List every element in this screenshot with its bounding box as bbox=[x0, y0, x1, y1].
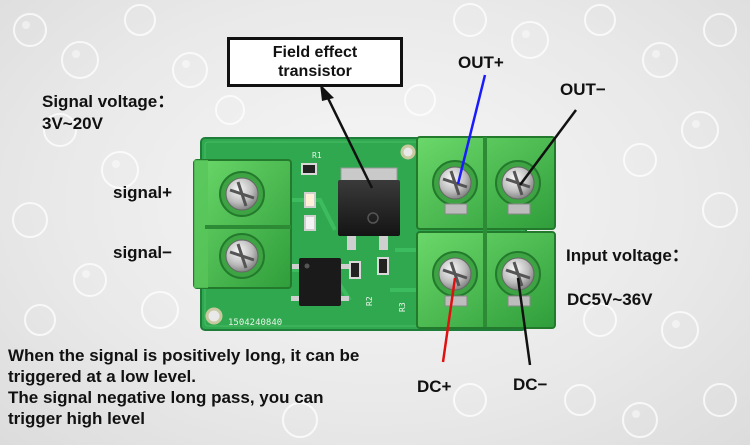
dc-plus-pointer-line bbox=[441, 277, 457, 363]
pointer-lines bbox=[320, 74, 578, 366]
dc-minus-pointer-line bbox=[516, 277, 532, 366]
smd-components bbox=[301, 163, 389, 279]
mosfet-callout-box: Field effect transistor bbox=[227, 37, 403, 87]
r2-label: R2 bbox=[365, 296, 374, 306]
out-minus-pointer-line bbox=[518, 109, 578, 186]
signal-minus-label: signal− bbox=[113, 243, 173, 262]
out-minus-label: OUT− bbox=[560, 80, 606, 99]
serial-number: 1504240840 bbox=[228, 318, 282, 328]
signal-plus-label: signal+ bbox=[113, 183, 173, 202]
input-voltage-label: Input voltage： bbox=[566, 246, 689, 265]
mosfet-callout-text: Field effect transistor bbox=[272, 44, 358, 80]
optocoupler-chip bbox=[291, 258, 349, 306]
input-voltage-range: DC5V~36V bbox=[567, 290, 653, 309]
signal-voltage-label: Signal voltage： bbox=[42, 92, 175, 111]
r1-label: R1 bbox=[312, 151, 322, 160]
dc-plus-label: DC+ bbox=[417, 377, 452, 396]
mosfet-pointer-line bbox=[323, 91, 374, 189]
mosfet-pointer-arrowhead bbox=[320, 84, 334, 101]
dc-minus-label: DC− bbox=[513, 375, 548, 394]
signal-voltage-range: 3V~20V bbox=[42, 114, 103, 133]
r3-label: R3 bbox=[398, 302, 407, 312]
out-plus-label: OUT+ bbox=[458, 53, 504, 72]
signal-terminal-block bbox=[193, 159, 292, 289]
mosfet-transistor bbox=[338, 167, 400, 250]
trigger-description-caption: When the signal is positively long, it c… bbox=[8, 346, 360, 428]
out-plus-pointer-line bbox=[456, 74, 487, 185]
